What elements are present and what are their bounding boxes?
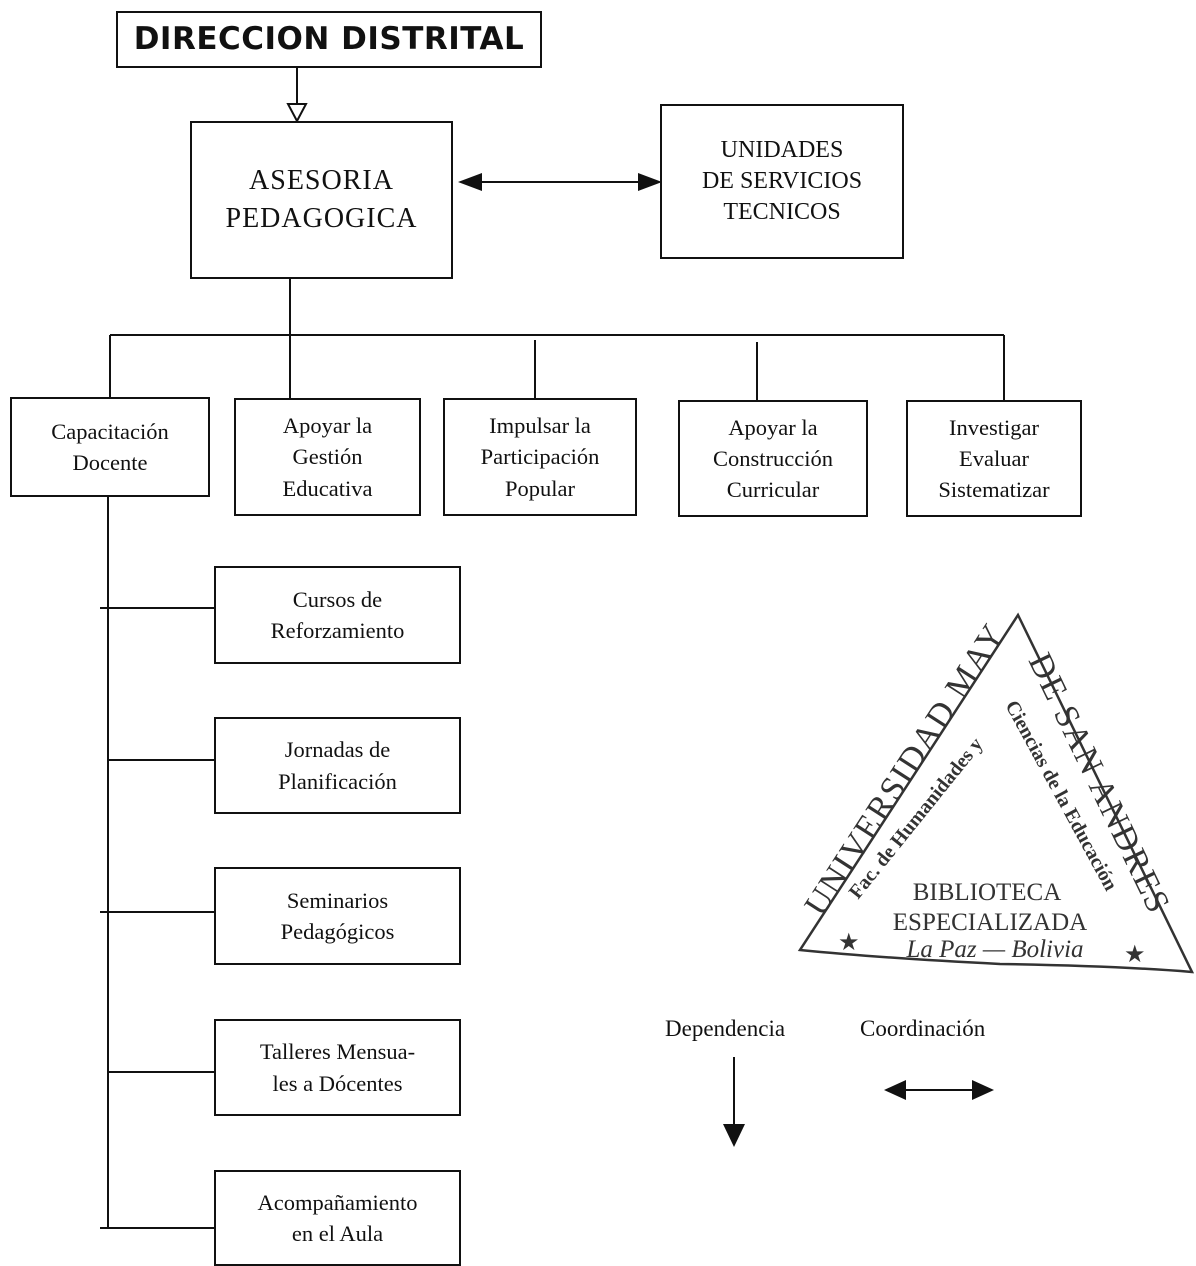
stamp-outer-left: UNIVERSIDAD MAYOR	[0, 0, 1012, 922]
activity-label: Seminarios Pedagógicos	[280, 887, 395, 944]
activity-label: Talleres Mensua- les a Dócentes	[259, 1039, 416, 1096]
activity-box-cursos: Cursos de Reforzamiento	[214, 566, 461, 664]
function-label: Capacitación Docente	[51, 418, 169, 475]
stamp-star-left-icon: ★	[838, 930, 860, 956]
function-box-capacitacion: Capacitación Docente	[10, 397, 210, 497]
legend-dependencia-label: Dependencia	[665, 1016, 786, 1041]
activity-box-acompanamiento: Acompañamiento en el Aula	[214, 1170, 461, 1266]
stamp-star-right-icon: ★	[1124, 942, 1146, 968]
function-label: Impulsar la Participación Popular	[480, 413, 600, 501]
activity-label: Cursos de Reforzamiento	[270, 586, 405, 643]
function-label: Investigar Evaluar Sistematizar	[938, 414, 1050, 503]
activity-label: Jornadas de Planificación	[278, 737, 397, 794]
function-box-participacion: Impulsar la Participación Popular	[443, 398, 637, 516]
stamp-line2: ESPECIALIZADA	[893, 909, 1087, 936]
direccion-distrital-label: DIRECCION DISTRITAL	[133, 20, 525, 57]
asesoria-pedagogica-label: ASESORIA PEDAGOGICA	[225, 165, 418, 234]
stamp-outer-left-text: UNIVERSIDAD MAYOR	[0, 0, 1012, 922]
function-label: Apoyar la Gestión Educativa	[282, 413, 373, 501]
stamp-line1: BIBLIOTECA	[913, 879, 1062, 906]
function-box-gestion: Apoyar la Gestión Educativa	[234, 398, 421, 516]
function-box-investigar: Investigar Evaluar Sistematizar	[906, 400, 1082, 517]
function-label: Apoyar la Construcción Curricular	[713, 414, 833, 503]
legend-coordinacion-label: Coordinación	[860, 1016, 986, 1041]
asesoria-pedagogica-box: ASESORIA PEDAGOGICA	[190, 121, 453, 279]
direccion-distrital-box: DIRECCION DISTRITAL	[116, 11, 542, 68]
activity-box-seminarios: Seminarios Pedagógicos	[214, 867, 461, 965]
function-box-curricular: Apoyar la Construcción Curricular	[678, 400, 868, 517]
unidades-servicios-box: UNIDADES DE SERVICIOS TECNICOS	[660, 104, 904, 259]
unidades-servicios-label: UNIDADES DE SERVICIOS TECNICOS	[701, 136, 863, 226]
activity-box-jornadas: Jornadas de Planificación	[214, 717, 461, 814]
activity-label: Acompañamiento en el Aula	[257, 1189, 418, 1246]
activity-box-talleres: Talleres Mensua- les a Dócentes	[214, 1019, 461, 1116]
stamp-line3: La Paz — Bolivia	[905, 936, 1083, 963]
